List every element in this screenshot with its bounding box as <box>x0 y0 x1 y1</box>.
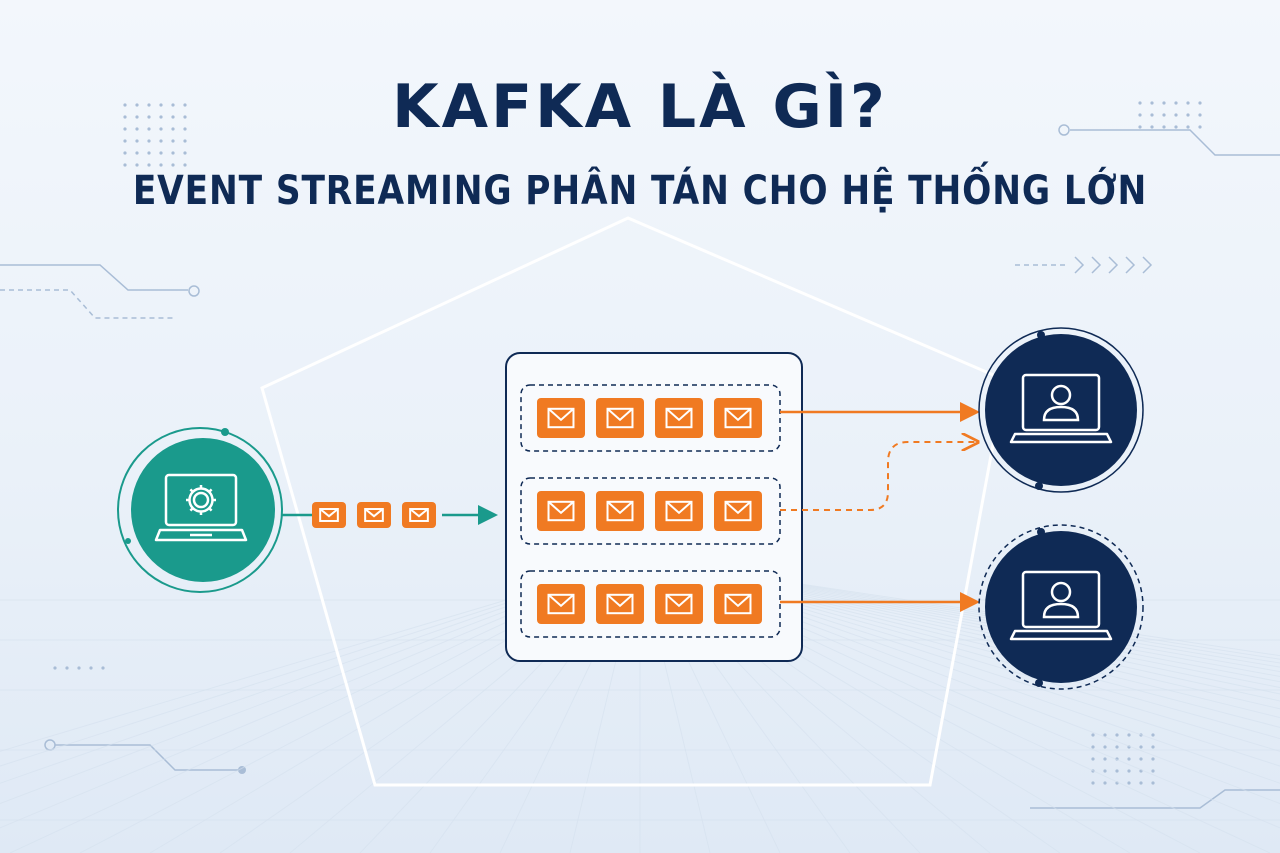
message-icon <box>537 398 585 438</box>
message-icon <box>714 491 762 531</box>
in-flight-messages <box>312 502 436 528</box>
message-icon <box>402 502 436 528</box>
message-icon <box>714 584 762 624</box>
laptop-user-icon <box>1009 373 1113 444</box>
partition-3 <box>520 570 781 638</box>
message-icon <box>655 584 703 624</box>
message-icon <box>596 584 644 624</box>
laptop-gear-icon <box>154 473 248 542</box>
message-icon <box>357 502 391 528</box>
partition-2 <box>520 477 781 545</box>
message-icon <box>537 491 585 531</box>
title-main: KAFKA LÀ GÌ? <box>392 72 888 142</box>
laptop-user-icon <box>1009 570 1113 641</box>
message-icon <box>596 398 644 438</box>
message-icon <box>537 584 585 624</box>
partition-1 <box>520 384 781 452</box>
background-decoration <box>0 101 1280 853</box>
title-subtitle: EVENT STREAMING PHÂN TÁN CHO HỆ THỐNG LỚ… <box>132 168 1148 214</box>
message-icon <box>655 398 703 438</box>
producer-node <box>117 427 283 593</box>
partitions <box>520 384 781 638</box>
message-icon <box>655 491 703 531</box>
message-icon <box>714 398 762 438</box>
cluster-boundary <box>260 216 1007 787</box>
consumer-2 <box>978 524 1144 690</box>
message-icon <box>312 502 346 528</box>
consume-arrow-2 <box>780 442 976 511</box>
consumer-1 <box>978 327 1144 493</box>
message-icon <box>596 491 644 531</box>
